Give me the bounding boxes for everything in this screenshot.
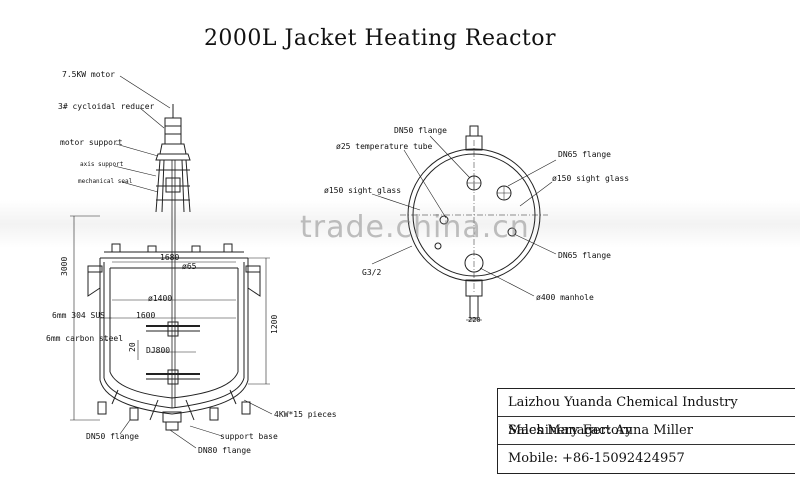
label-outer-wall: 6mm carbon steel	[46, 334, 124, 343]
label-sight-glass-right: ø150 sight glass	[552, 174, 630, 183]
dim-body-height: 1200	[270, 314, 279, 334]
label-reducer: 3# cycloidal reducer	[58, 102, 155, 111]
company-name: Laizhou Yuanda Chemical Industry Machine…	[498, 389, 795, 438]
mobile-number: Mobile: +86-15092424957	[508, 451, 685, 466]
label-lug-dim: 220	[468, 316, 481, 324]
dim-1600: 1600	[136, 311, 156, 320]
label-top-dn50-flange: DN50 flange	[394, 126, 447, 135]
label-inner-wall: 6mm 304 SUS	[52, 311, 105, 320]
label-heaters: 4KW*15 pieces	[274, 410, 337, 419]
label-axis-support: axis support	[80, 161, 124, 168]
label-dn80-flange: DN80 flange	[198, 446, 251, 455]
label-dn50-flange: DN50 flange	[86, 432, 139, 441]
watermark: trade.china.cn	[300, 210, 530, 245]
motor-shape	[164, 117, 182, 145]
label-sight-glass-left: ø150 sight glass	[324, 186, 402, 195]
title-block: Laizhou Yuanda Chemical Industry Machine…	[497, 388, 795, 474]
sales-manager: Sales Manager: Anna Miller	[498, 417, 795, 445]
top-view	[371, 125, 557, 321]
dim-dj800: DJ800	[146, 346, 171, 355]
label-manhole: ø400 manhole	[536, 293, 594, 302]
dim-20: 20	[128, 342, 137, 352]
side-view	[70, 75, 273, 449]
label-g32: G3/2	[362, 268, 382, 277]
label-dn65-flange-bottom: DN65 flange	[558, 251, 611, 260]
label-motor: 7.5KW motor	[62, 70, 115, 79]
label-support-base: support base	[220, 432, 278, 441]
label-temp-tube: ø25 temperature tube	[336, 142, 433, 151]
dim-phi65: ø65	[182, 262, 197, 271]
label-motor-support: motor support	[60, 138, 123, 147]
label-mechanical-seal: mechanical seal	[78, 178, 133, 185]
reducer-shape	[159, 143, 187, 155]
manhole	[464, 253, 484, 273]
watermark-band	[0, 200, 800, 248]
dim-1680: 1680	[160, 253, 180, 262]
drawing-title: 2000L Jacket Heating Reactor	[203, 26, 557, 51]
dim-total-height: 3000	[60, 256, 69, 276]
label-dn65-flange-top: DN65 flange	[558, 150, 611, 159]
dim-phi1400: ø1400	[148, 294, 173, 303]
